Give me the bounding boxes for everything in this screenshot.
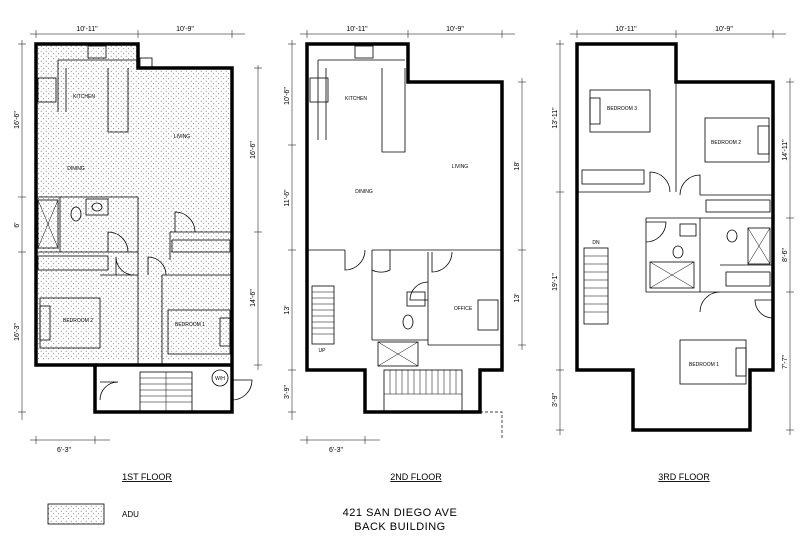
caption-second-floor: 2ND FLOOR bbox=[390, 472, 442, 482]
room-dining-2f: DINING bbox=[355, 189, 373, 195]
caption-first-floor: 1ST FLOOR bbox=[122, 472, 172, 482]
dim-top-right-3f: 10'-9" bbox=[715, 26, 733, 33]
dim-top-left-2f: 10'-11" bbox=[346, 26, 368, 33]
second-floor-plan: UP KITCHEN DINING LIVING OFFICE 10'-11" … bbox=[284, 26, 526, 482]
dim-top-left: 10'-11" bbox=[76, 26, 98, 33]
dim-left-3-2f: 13' bbox=[284, 305, 291, 314]
title-line-1: 421 SAN DIEGO AVE bbox=[343, 507, 458, 519]
room-living-2f: LIVING bbox=[452, 164, 469, 170]
room-bedroom-1: BEDROOM 1 bbox=[175, 322, 205, 328]
dim-top-left-3f: 10'-11" bbox=[615, 26, 637, 33]
dim-left-1-2f: 10'-6" bbox=[284, 87, 291, 105]
dim-right-2-3f: 8'-6" bbox=[782, 248, 789, 262]
legend: ADU bbox=[47, 503, 139, 525]
first-floor-plan: W/H KITCHEN LIVING DINING BEDROOM 2 BEDR… bbox=[14, 26, 262, 482]
title-line-2: BACK BUILDING bbox=[354, 521, 445, 533]
legend-swatch-adu bbox=[47, 503, 105, 525]
dim-left-2-3f: 19'-1" bbox=[552, 273, 559, 291]
third-floor-plan: DN BEDROOM 3 BEDROOM 2 BEDROOM 1 10'-11"… bbox=[552, 26, 794, 482]
dim-bottom-2f: 6'-3" bbox=[329, 447, 343, 454]
dim-right-2-2f: 13' bbox=[514, 293, 521, 302]
stair-down-label: DN bbox=[592, 240, 600, 246]
dim-right-2: 14'-6" bbox=[250, 289, 257, 307]
room-bedroom-2-3f: BEDROOM 2 bbox=[711, 140, 741, 146]
dim-left-1: 16'-6" bbox=[14, 111, 21, 129]
dim-right-3-3f: 7'-7" bbox=[782, 355, 789, 369]
sheet-title: 421 SAN DIEGO AVE BACK BUILDING bbox=[343, 507, 458, 533]
dim-left-1-3f: 13'-11" bbox=[552, 107, 559, 129]
water-heater-tag: W/H bbox=[215, 376, 225, 382]
caption-third-floor: 3RD FLOOR bbox=[658, 472, 710, 482]
dim-left-2-2f: 11'-6" bbox=[284, 189, 291, 207]
dim-right-1-3f: 14'-11" bbox=[782, 139, 789, 161]
dim-left-2: 6' bbox=[14, 222, 21, 227]
room-bedroom-3-3f: BEDROOM 3 bbox=[607, 106, 637, 112]
room-kitchen: KITCHEN bbox=[73, 94, 95, 100]
room-bedroom-2: BEDROOM 2 bbox=[63, 318, 93, 324]
dim-top-right: 10'-9" bbox=[176, 26, 194, 33]
room-bedroom-1-3f: BEDROOM 1 bbox=[689, 362, 719, 368]
room-office: OFFICE bbox=[454, 306, 473, 312]
dim-right-1-2f: 18' bbox=[514, 161, 521, 170]
room-living: LIVING bbox=[174, 134, 191, 140]
room-kitchen-2f: KITCHEN bbox=[345, 96, 367, 102]
dim-left-3: 16'-3" bbox=[14, 323, 21, 341]
dim-bottom: 6'-3" bbox=[57, 447, 71, 454]
dim-right-1: 16'-6" bbox=[250, 141, 257, 159]
dim-left-4-2f: 3'-9" bbox=[284, 385, 291, 399]
dim-left-3-3f: 3'-9" bbox=[552, 393, 559, 407]
dim-top-right-2f: 10'-9" bbox=[446, 26, 464, 33]
room-dining: DINING bbox=[67, 166, 85, 172]
legend-label-adu: ADU bbox=[122, 510, 139, 519]
stair-up-label: UP bbox=[319, 348, 327, 354]
